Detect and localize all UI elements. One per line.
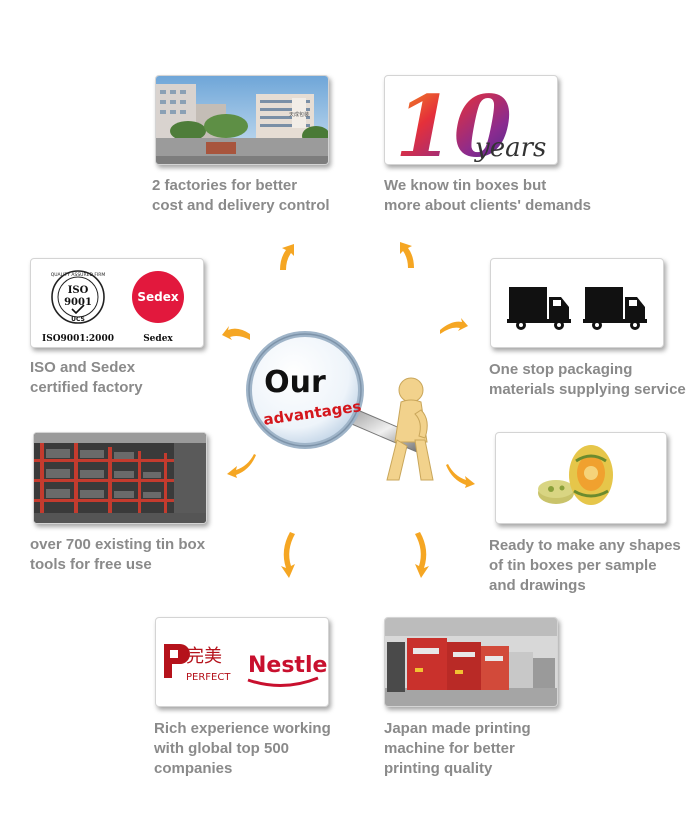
tools-warehouse-card bbox=[33, 432, 207, 524]
advantage-caption-tools: over 700 existing tin box tools for free… bbox=[30, 535, 205, 575]
advantage-caption-factories: 2 factories for better cost and delivery… bbox=[152, 176, 330, 216]
ten-number-text: 10 bbox=[395, 77, 512, 164]
caption-line: One stop packaging bbox=[489, 361, 633, 378]
arrow-down-left-icon bbox=[227, 454, 256, 478]
magnifier-figure-graphic: Our advantages bbox=[246, 331, 434, 481]
trucks-card bbox=[490, 258, 664, 348]
egg-tin-box-image bbox=[538, 445, 613, 505]
our-advantages-emblem: Our advantages bbox=[245, 330, 460, 490]
client-logos: 完美 PERFECT Nestle bbox=[164, 644, 327, 688]
caption-line: companies bbox=[154, 760, 233, 777]
our-text: Our bbox=[264, 365, 326, 400]
arrow-down-right-icon bbox=[446, 464, 475, 488]
caption-line: Ready to make any shapes bbox=[489, 537, 681, 554]
factory-sign-text: 天成包装 bbox=[289, 111, 309, 118]
caption-line: more about clients' demands bbox=[384, 197, 591, 214]
years-text: years bbox=[474, 133, 546, 163]
iso-sedex-card: QUALITY ASSURED FIRM ISO 9001 UCS ISO900… bbox=[30, 258, 204, 348]
advantage-caption-one-stop: One stop packaging materials supplying s… bbox=[489, 360, 686, 400]
ten-years-card: 10 years bbox=[384, 75, 558, 165]
arrow-right-icon bbox=[440, 318, 468, 334]
advantage-caption-experience: We know tin boxes but more about clients… bbox=[384, 176, 591, 216]
caption-line: machine for better bbox=[384, 740, 515, 757]
shaped-tins-card bbox=[495, 432, 667, 524]
advantage-caption-shapes: Ready to make any shapes of tin boxes pe… bbox=[489, 536, 681, 596]
tooling-racks-image bbox=[34, 433, 206, 523]
caption-line: ISO and Sedex bbox=[30, 359, 136, 376]
caption-line: and drawings bbox=[489, 577, 586, 594]
arrow-up-right-icon bbox=[400, 242, 414, 268]
caption-line: Japan made printing bbox=[384, 720, 531, 737]
sedex-caption: Sedex bbox=[143, 334, 173, 344]
chinese-brand-text: 完美 bbox=[186, 646, 222, 667]
perfect-brand-text: PERFECT bbox=[186, 672, 231, 683]
iso-ring-text: QUALITY ASSURED FIRM bbox=[51, 272, 106, 278]
iso-number: 9001 bbox=[64, 297, 92, 308]
delivery-trucks-icon bbox=[507, 287, 647, 330]
iso-caption: ISO9001:2000 bbox=[42, 334, 114, 344]
caption-line: materials supplying service bbox=[489, 381, 686, 398]
caption-line: cost and delivery control bbox=[152, 197, 330, 214]
caption-line: tools for free use bbox=[30, 556, 152, 573]
factory-buildings-image: 天成包装 bbox=[156, 76, 328, 164]
printing-machine-image bbox=[385, 618, 557, 706]
arrow-down-icon bbox=[281, 532, 295, 578]
factory-photo-card: 天成包装 bbox=[155, 75, 329, 165]
iso-sedex-logos: QUALITY ASSURED FIRM ISO 9001 UCS ISO900… bbox=[42, 270, 184, 344]
caption-line: 2 factories for better bbox=[152, 177, 298, 194]
advantage-caption-printing: Japan made printing machine for better p… bbox=[384, 719, 531, 779]
sedex-logo-text: Sedex bbox=[137, 290, 179, 304]
ten-years-graphic: 10 years bbox=[395, 77, 546, 164]
arrow-up-left-icon bbox=[280, 244, 294, 270]
iso-label: ISO bbox=[68, 285, 89, 296]
printing-machine-card bbox=[384, 617, 558, 707]
caption-line: certified factory bbox=[30, 379, 143, 396]
caption-line: Rich experience working bbox=[154, 720, 331, 737]
arrow-left-icon bbox=[222, 326, 250, 340]
caption-line: with global top 500 bbox=[154, 740, 290, 757]
caption-line: of tin boxes per sample bbox=[489, 557, 657, 574]
advantage-caption-clients: Rich experience working with global top … bbox=[154, 719, 331, 779]
arrow-down-icon bbox=[415, 532, 429, 578]
caption-line: printing quality bbox=[384, 760, 493, 777]
advantage-caption-certified: ISO and Sedex certified factory bbox=[30, 358, 143, 398]
clients-card: 完美 PERFECT Nestle bbox=[155, 617, 329, 707]
caption-line: over 700 existing tin box bbox=[30, 536, 206, 553]
nestle-logo-text: Nestle bbox=[248, 653, 327, 678]
caption-line: We know tin boxes but bbox=[384, 177, 547, 194]
ucs-label: UCS bbox=[71, 316, 85, 323]
